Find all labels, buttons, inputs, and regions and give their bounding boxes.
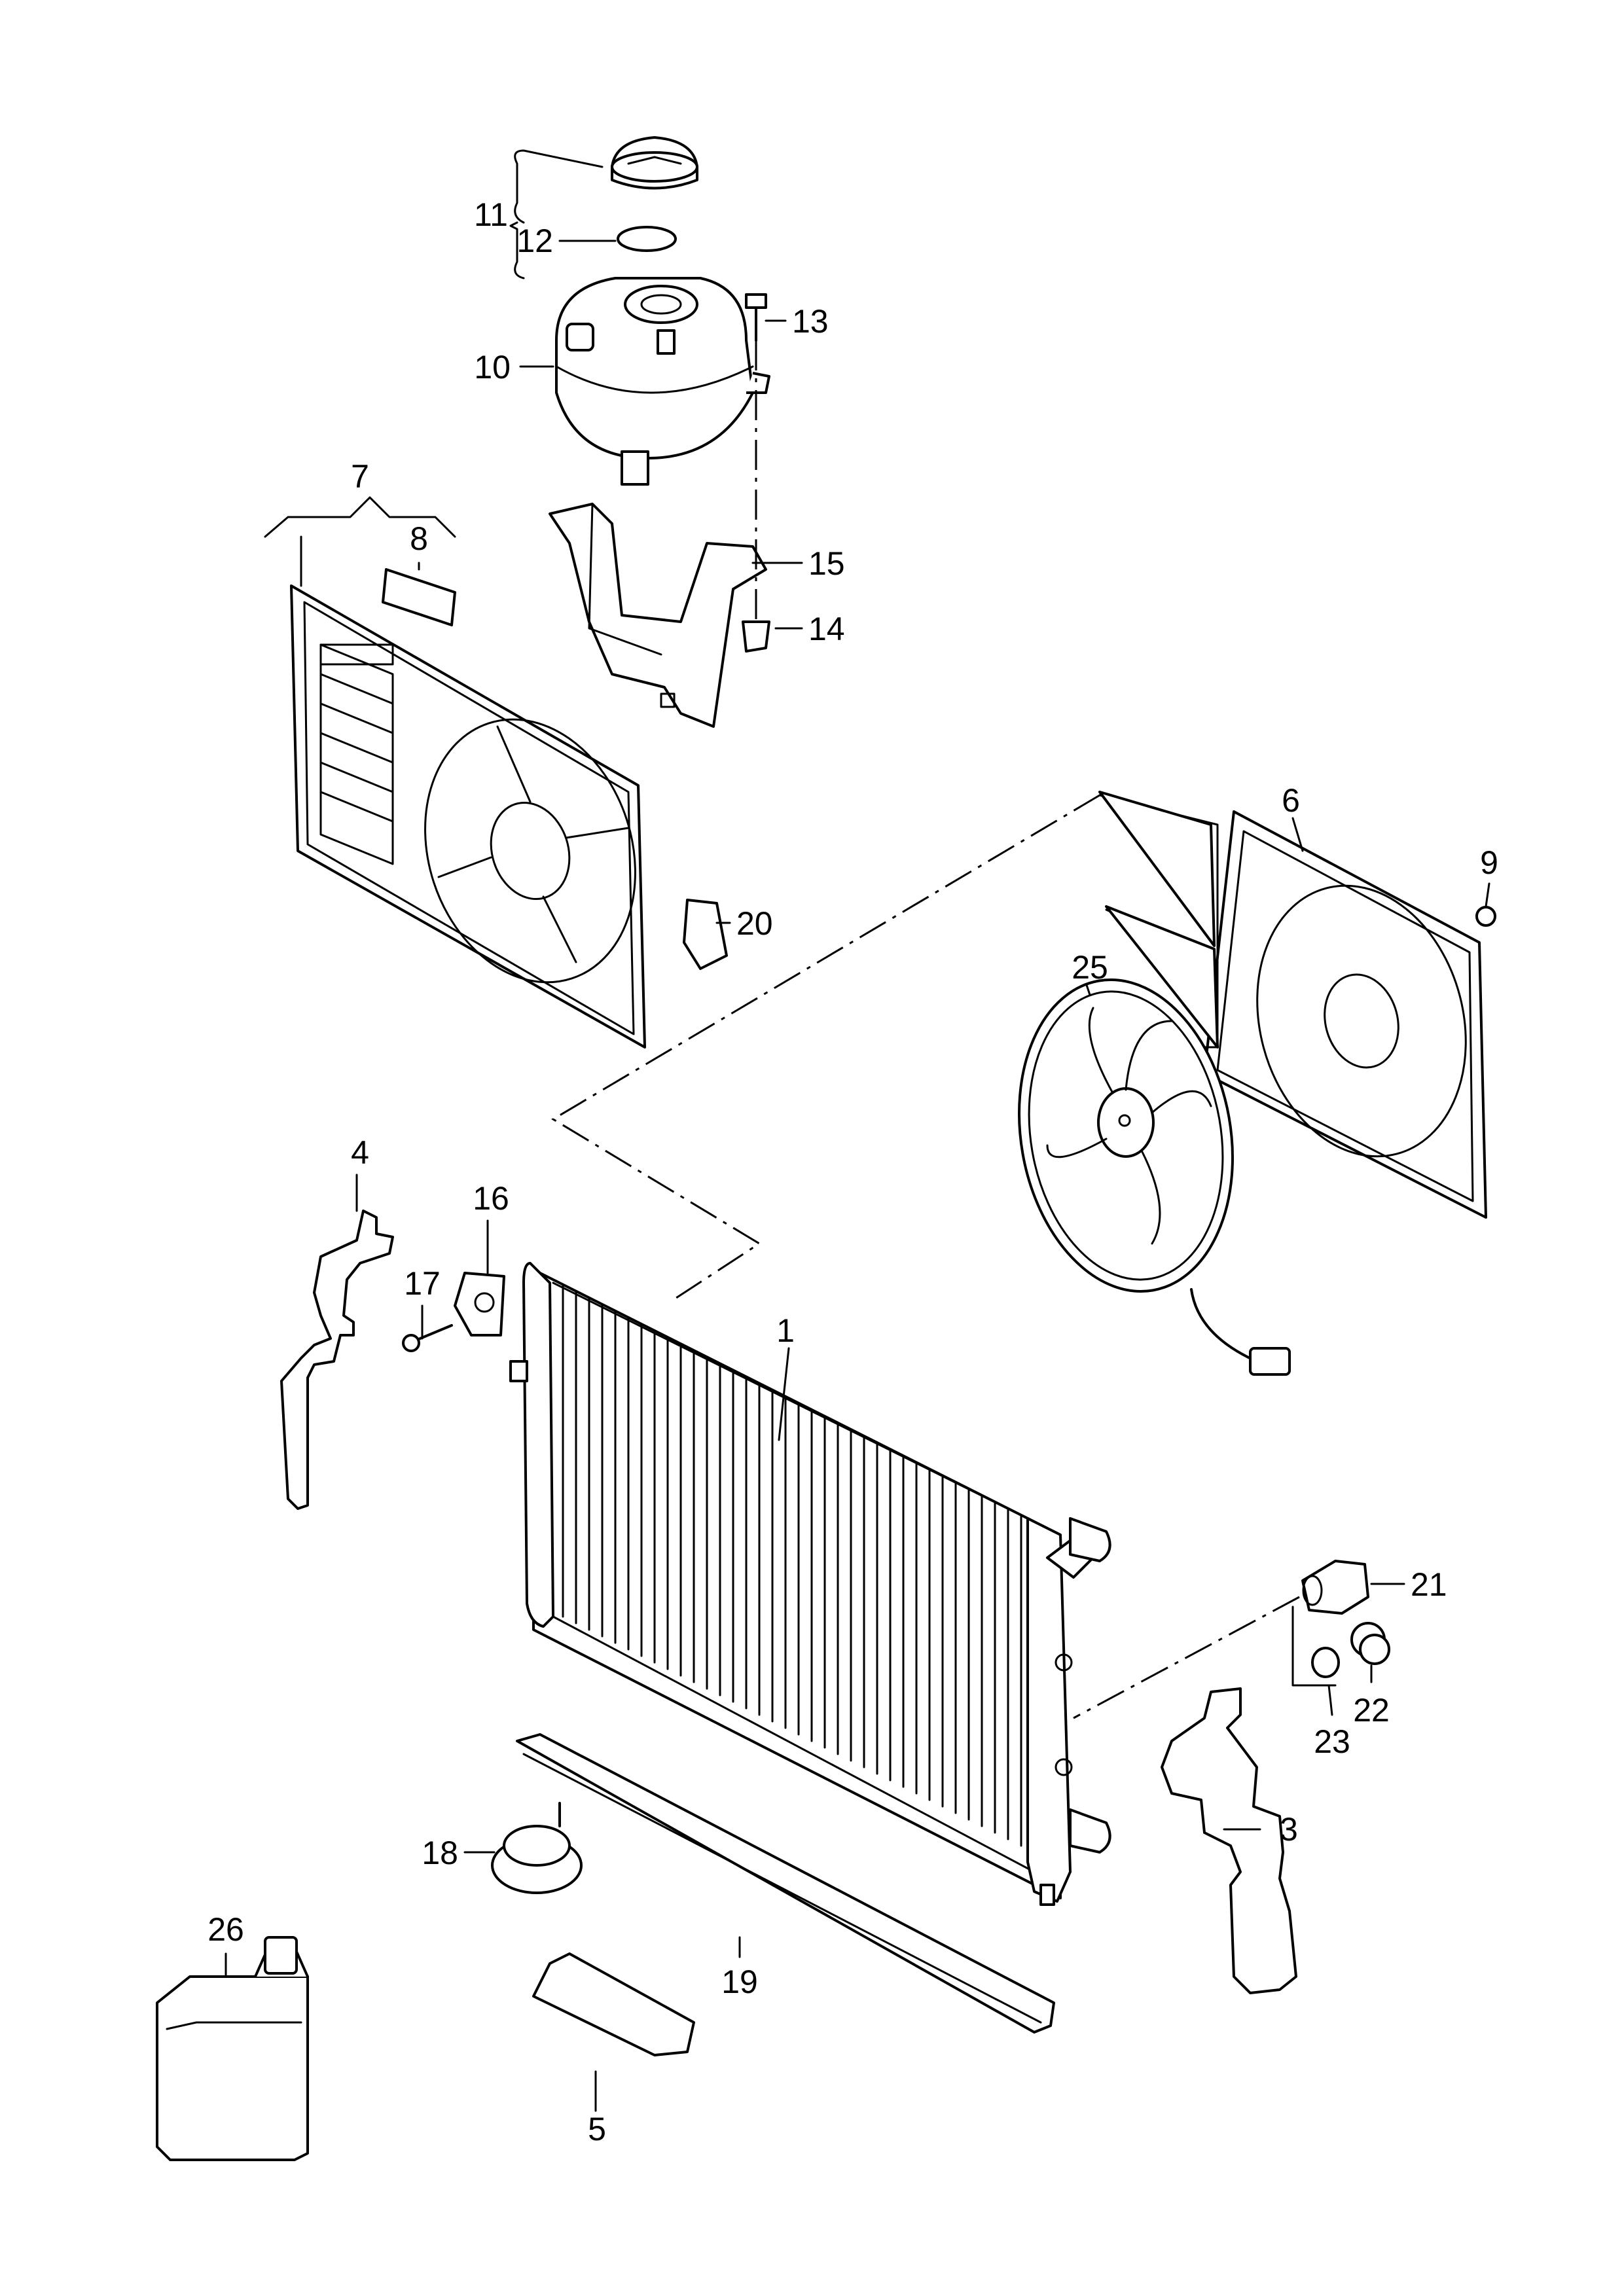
- callout-9: 9: [1480, 844, 1498, 881]
- callout-11: 11: [474, 196, 508, 233]
- fan-shroud-left: [290, 584, 646, 1049]
- air-duct-left: [280, 1210, 394, 1510]
- tank-bracket: [549, 503, 767, 728]
- callout-7: 7: [351, 458, 369, 495]
- holder-clip: [683, 899, 728, 970]
- callout-4: 4: [351, 1134, 369, 1171]
- callout-12: 12: [516, 223, 553, 259]
- callout-labels: 1 3 4 5 6 7 8 9 10 11 12 13 14 15 16 17 …: [208, 196, 1498, 2147]
- air-guide-lower-front: [532, 1952, 695, 2056]
- tank-screw: [745, 293, 767, 342]
- callout-17: 17: [404, 1265, 441, 1302]
- callout-3: 3: [1280, 1811, 1298, 1848]
- cap-seal-ring: [617, 226, 677, 252]
- callout-13: 13: [792, 303, 829, 340]
- lower-seal-strip: [516, 1733, 1055, 2034]
- callout-25: 25: [1072, 949, 1108, 986]
- rubber-buffer: [491, 1802, 583, 1894]
- drain-plug: [1350, 1622, 1390, 1665]
- clip-nut: [742, 620, 770, 653]
- air-guide-lower: [1105, 905, 1219, 1049]
- filler-cap: [611, 136, 698, 190]
- callout-10: 10: [474, 349, 511, 386]
- plug-seal-ring: [1311, 1647, 1340, 1678]
- callout-26: 26: [208, 1911, 244, 1948]
- callout-20: 20: [736, 905, 773, 942]
- leader-lines: [225, 149, 1490, 2112]
- callout-14: 14: [808, 611, 845, 647]
- callout-22: 22: [1353, 1692, 1390, 1729]
- coolant-container: [156, 1936, 309, 2161]
- callout-23: 23: [1314, 1723, 1350, 1760]
- radiator-fan: [1018, 978, 1291, 1376]
- callout-6: 6: [1282, 782, 1300, 819]
- air-guide-upper: [1098, 791, 1216, 947]
- shroud-nut: [1475, 906, 1496, 927]
- expansion-tank: [555, 277, 770, 486]
- callout-1: 1: [776, 1312, 795, 1349]
- radiator-mount: [454, 1272, 505, 1336]
- air-duct-right: [1161, 1687, 1297, 1994]
- shroud-label: [382, 568, 456, 626]
- callout-18: 18: [422, 1835, 458, 1871]
- radiator: [509, 1262, 1111, 1906]
- mount-screw: [402, 1324, 453, 1352]
- temperature-sensor: [1301, 1560, 1369, 1615]
- callout-19: 19: [721, 1964, 758, 2000]
- callout-5: 5: [588, 2111, 606, 2147]
- callout-15: 15: [808, 545, 845, 582]
- callout-8: 8: [410, 520, 428, 557]
- callout-16: 16: [473, 1180, 509, 1217]
- callout-21: 21: [1411, 1566, 1447, 1603]
